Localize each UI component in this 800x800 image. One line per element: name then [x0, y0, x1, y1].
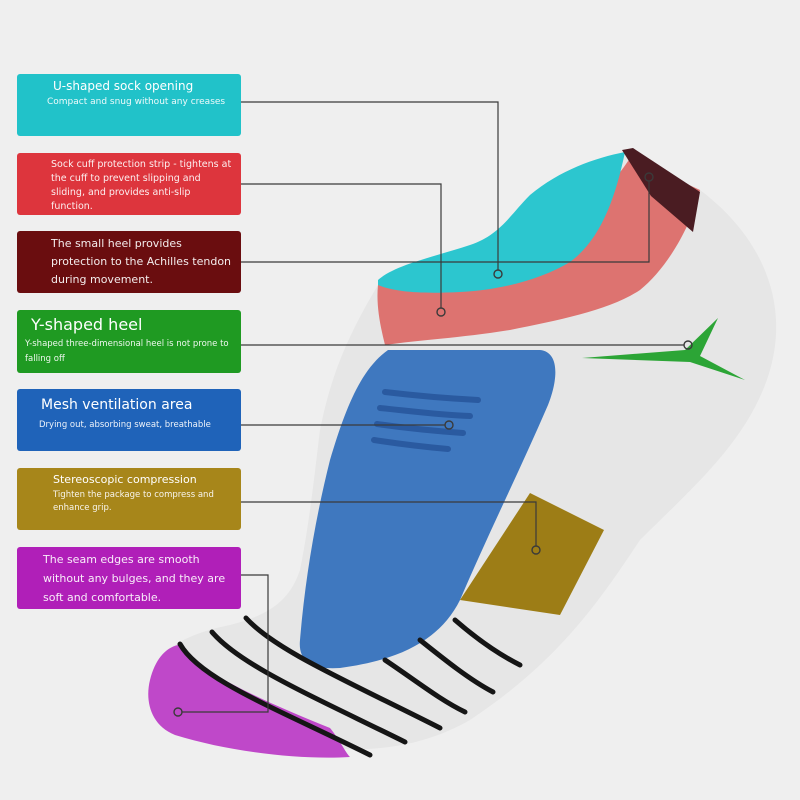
callout-title: Mesh ventilation area — [41, 397, 193, 413]
leader-endpoints — [173, 172, 693, 717]
callout-description: Drying out, absorbing sweat, breathable — [39, 420, 211, 430]
heel-tab — [622, 148, 700, 232]
sock-opening — [378, 152, 625, 293]
callout-title: U-shaped sock opening — [53, 79, 194, 93]
toe-stripes — [177, 615, 523, 758]
leader-lines — [182, 101, 684, 713]
toe-cap — [148, 645, 350, 758]
callout-description: Y-shaped three-dimensional heel is not p… — [25, 339, 229, 364]
callout-small-heel: The small heel provides protection to th… — [17, 231, 241, 293]
callout-mesh-ventilation: Mesh ventilation area Drying out, absorb… — [17, 389, 241, 451]
callout-title: Stereoscopic compression — [53, 473, 197, 486]
callout-description: Compact and snug without any creases — [47, 97, 226, 107]
callout-smooth-seam: The seam edges are smooth without any bu… — [17, 547, 241, 609]
compression-patch — [460, 493, 604, 615]
y-heel — [582, 318, 745, 380]
callout-description: Sock cuff protection strip - tightens at… — [51, 159, 232, 212]
callout-description: The seam edges are smooth without any bu… — [43, 553, 226, 604]
callout-y-shaped-heel: Y-shaped heel Y-shaped three-dimensional… — [17, 310, 241, 373]
callout-cuff-protection-strip: Sock cuff protection strip - tightens at… — [17, 153, 241, 215]
mesh-panel — [299, 350, 556, 669]
callout-stereoscopic-compression: Stereoscopic compression Tighten the pac… — [17, 468, 241, 530]
callout-description: The small heel provides protection to th… — [51, 237, 232, 286]
callout-title: Y-shaped heel — [31, 315, 143, 334]
callout-description: Tighten the package to compress and enha… — [53, 490, 214, 513]
callout-u-shaped-opening: U-shaped sock opening Compact and snug w… — [17, 74, 241, 136]
